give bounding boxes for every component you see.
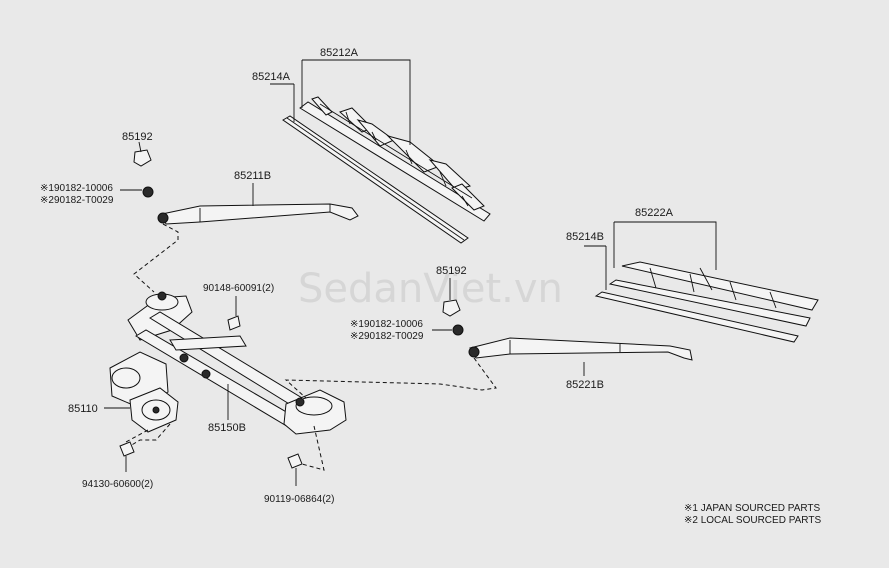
label-94130-60600: 94130-60600(2) xyxy=(82,479,153,490)
right-arm-pivot-nut xyxy=(468,346,480,358)
wiper-motor xyxy=(109,351,179,433)
left-pivot-nut xyxy=(142,186,154,198)
dashed-ref-right-arm xyxy=(284,357,497,399)
dashed-ref-left-arm xyxy=(133,223,179,293)
watermark: SedanViet.vn xyxy=(298,266,563,312)
label-90182-T0029-left: ※290182-T0029 xyxy=(40,195,114,206)
bolt-94130 xyxy=(119,441,135,472)
label-85192-left: 85192 xyxy=(122,131,153,143)
label-90148-60091: 90148-60091(2) xyxy=(203,283,274,294)
note-local-sourced: ※2 LOCAL SOURCED PARTS xyxy=(684,515,821,526)
label-90119-06864: 90119-06864(2) xyxy=(264,494,334,505)
right-pivot-nut xyxy=(452,324,464,336)
note-japan-sourced: ※1 JAPAN SOURCED PARTS xyxy=(684,503,821,514)
wiper-link-assembly xyxy=(127,291,347,435)
right-blade-rubber-strip xyxy=(594,291,799,343)
leader-85222A xyxy=(614,221,717,270)
label-85110: 85110 xyxy=(68,403,98,415)
label-85150B: 85150B xyxy=(208,422,246,434)
left-arm-pivot-nut xyxy=(157,212,169,224)
left-blade-frame xyxy=(299,101,491,222)
right-wiper-arm xyxy=(468,337,693,361)
left-pivot-cap xyxy=(133,149,152,167)
label-85192-right: 85192 xyxy=(436,265,467,277)
label-85214B: 85214B xyxy=(566,231,604,243)
label-90182-T0029-right: ※290182-T0029 xyxy=(350,331,424,342)
left-wiper-arm xyxy=(157,203,359,225)
label-90182-10006-right: ※190182-10006 xyxy=(350,319,423,330)
right-pivot-housing xyxy=(295,396,333,416)
right-wiper-blade-assembly xyxy=(594,261,819,343)
dashed-ref-link-bolt xyxy=(301,425,325,471)
label-85222A: 85222A xyxy=(635,207,674,219)
bolt-90148 xyxy=(227,296,241,331)
right-pivot-cap xyxy=(442,299,461,317)
label-85221B: 85221B xyxy=(566,379,604,391)
bolt-90119 xyxy=(287,453,303,486)
leader-85212A xyxy=(302,59,411,145)
label-85212A: 85212A xyxy=(320,47,359,59)
right-blade-frame xyxy=(621,261,819,311)
left-wiper-blade-assembly xyxy=(282,96,491,244)
label-85211B: 85211B xyxy=(234,170,271,182)
label-90182-10006-left: ※190182-10006 xyxy=(40,183,113,194)
dashed-ref-motor-bolts xyxy=(125,423,171,447)
label-85214A: 85214A xyxy=(252,71,291,83)
